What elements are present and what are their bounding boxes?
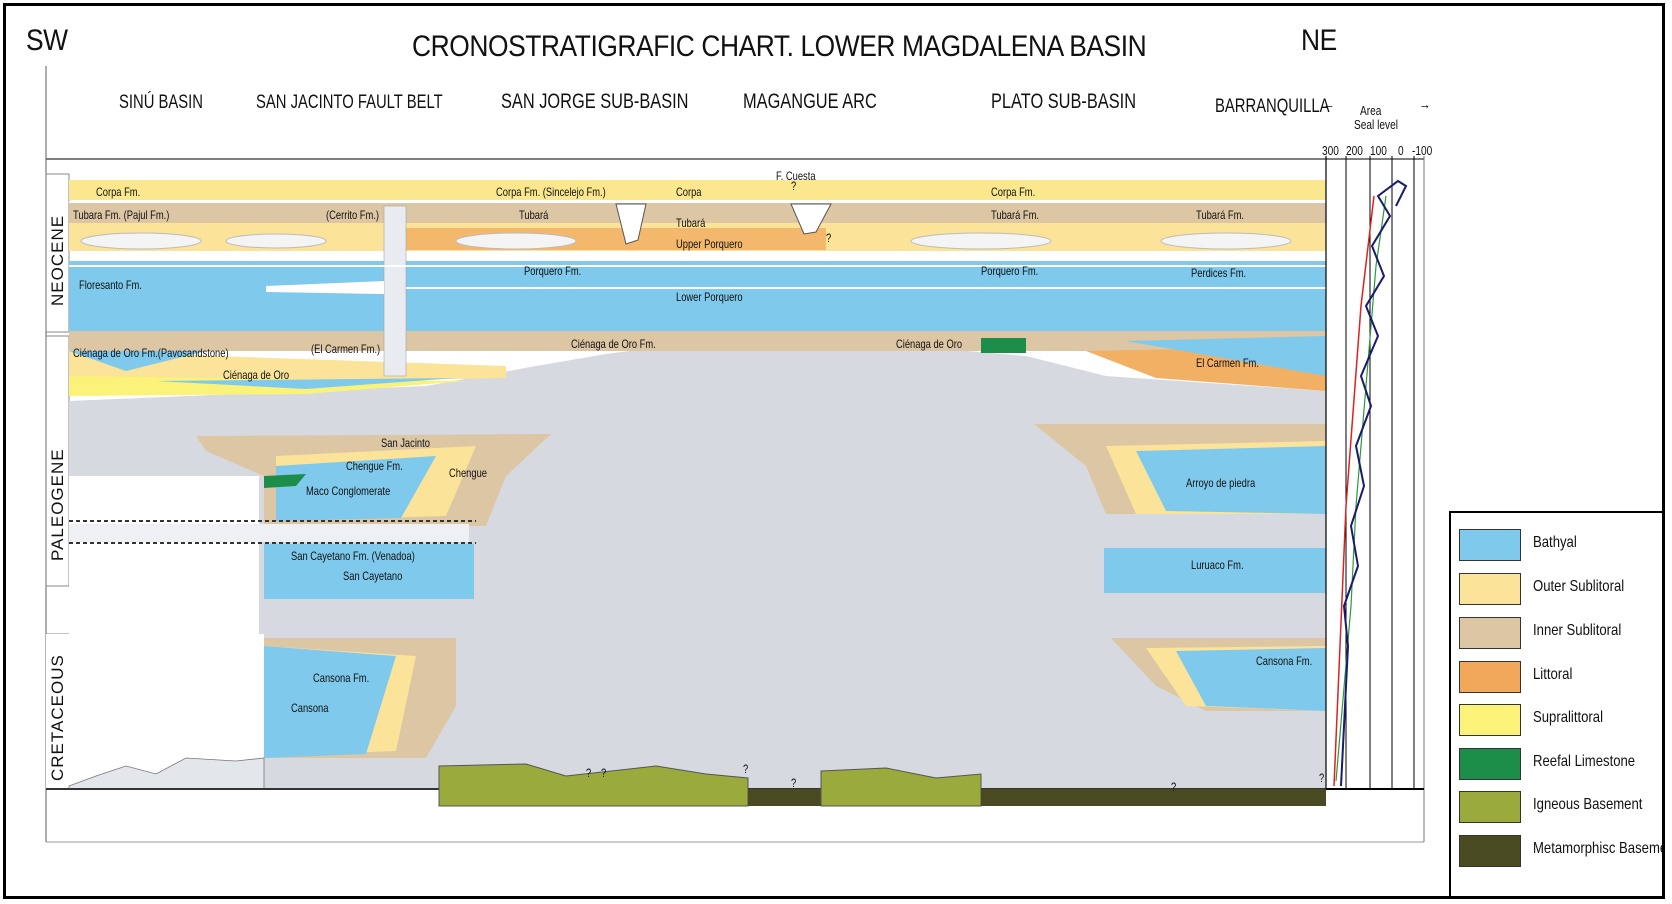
label-cienaga-fm: Ciénaga de Oro Fm.	[571, 337, 656, 351]
label-cienaga-oro-2: Ciénaga de Oro	[896, 337, 962, 351]
label-cienaga-sw: Ciénaga de Oro Fm.(Pavosandstone)	[73, 346, 229, 360]
era-paleogene: PALEOGENE	[48, 448, 68, 561]
label-arroyo: Arroyo de piedra	[1186, 476, 1255, 490]
legend-item-supralittoral: Supralittoral	[1451, 700, 1661, 740]
metamorphic-basement-2	[981, 789, 1326, 806]
stratigraphic-diagram	[6, 6, 1446, 899]
label-corpa: Corpa	[676, 185, 701, 199]
label-question-3: ?	[586, 766, 591, 780]
label-porquero-fm: Porquero Fm.	[524, 264, 581, 278]
legend-swatch-metamorphic-basement	[1459, 835, 1521, 867]
label-corpa-ne: Corpa Fm.	[991, 185, 1035, 199]
legend-label-supralittoral: Supralittoral	[1533, 709, 1603, 727]
label-question-4: ?	[601, 766, 606, 780]
legend-label-reefal-limestone: Reefal Limestone	[1533, 753, 1635, 771]
legend-swatch-igneous-basement	[1459, 791, 1521, 823]
label-question-7: ?	[1171, 780, 1176, 794]
label-san-cayetano-fm: San Cayetano Fm. (Venadoa)	[291, 549, 415, 563]
legend-label-littoral: Littoral	[1533, 666, 1572, 684]
label-chengue-fm: Chengue Fm.	[346, 459, 403, 473]
metamorphic-basement-1	[748, 789, 821, 806]
chart-frame: SW CRONOSTRATIGRAFIC CHART. LOWER MAGDAL…	[3, 3, 1665, 899]
label-question-6: ?	[791, 776, 796, 790]
legend-swatch-bathyal	[1459, 529, 1521, 561]
legend-swatch-inner-sublitoral	[1459, 617, 1521, 649]
label-maco: Maco Conglomerate	[306, 484, 390, 498]
legend-swatch-littoral	[1459, 661, 1521, 693]
label-tubara-1: Tubará	[519, 208, 548, 222]
label-cerrito: (Cerrito Fm.)	[326, 208, 379, 222]
blank-sw-paleogene	[69, 476, 259, 634]
label-question-1: ?	[791, 179, 796, 193]
legend-item-reefal-limestone: Reefal Limestone	[1451, 744, 1661, 784]
era-cretaceous: CRETACEOUS	[48, 654, 68, 781]
legend-item-igneous-basement: Igneous Basement	[1451, 787, 1661, 827]
label-porquero-fm-2: Porquero Fm.	[981, 264, 1038, 278]
label-san-jacinto: San Jacinto	[381, 436, 430, 450]
label-tubara-2: Tubará	[676, 216, 705, 230]
legend-item-littoral: Littoral	[1451, 657, 1661, 697]
label-cansona: Cansona	[291, 701, 328, 715]
label-chengue: Chengue	[449, 466, 487, 480]
legend-swatch-outer-sublitoral	[1459, 573, 1521, 605]
label-san-cayetano: San Cayetano	[343, 569, 402, 583]
label-question-8: ?	[1319, 771, 1324, 785]
legend-label-inner-sublitoral: Inner Sublitoral	[1533, 622, 1621, 640]
legend-label-igneous-basement: Igneous Basement	[1533, 796, 1642, 814]
label-perdices: Perdices Fm.	[1191, 266, 1246, 280]
label-el-carmen-sw: (El Carmen Fm.)	[311, 342, 380, 356]
legend-swatch-supralittoral	[1459, 704, 1521, 736]
legend-label-outer-sublitoral: Outer Sublitoral	[1533, 578, 1624, 596]
label-question-5: ?	[743, 762, 748, 776]
legend-item-metamorphic-basement: Metamorphisc Basement	[1451, 831, 1661, 871]
label-cansona-fm: Cansona Fm.	[313, 671, 369, 685]
label-tubara-fm: Tubará Fm.	[991, 208, 1039, 222]
legend-item-outer-sublitoral: Outer Sublitoral	[1451, 569, 1661, 609]
label-lower-porquero: Lower Porquero	[676, 290, 743, 304]
era-neocene: NEOCENE	[48, 215, 68, 306]
label-floresanto: Floresanto Fm.	[79, 278, 142, 292]
fault-column	[384, 206, 406, 376]
label-luruaco: Luruaco Fm.	[1191, 558, 1244, 572]
reef-limestone	[981, 338, 1026, 353]
label-corpa-sincelejo: Corpa Fm. (Sincelejo Fm.)	[496, 185, 606, 199]
label-cienaga-de-oro: Ciénaga de Oro	[223, 368, 289, 382]
label-question-2: ?	[826, 231, 831, 245]
legend: Bathyal Outer Sublitoral Inner Sublitora…	[1449, 511, 1664, 899]
legend-label-metamorphic-basement: Metamorphisc Basement	[1533, 840, 1665, 858]
legend-swatch-reefal-limestone	[1459, 748, 1521, 780]
legend-label-bathyal: Bathyal	[1533, 534, 1577, 552]
label-tubara-pajul: Tubara Fm. (Pajul Fm.)	[73, 208, 169, 222]
label-cansona-ne: Cansona Fm.	[1256, 654, 1312, 668]
legend-item-inner-sublitoral: Inner Sublitoral	[1451, 613, 1661, 653]
label-tubara-fm-ne: Tubará Fm.	[1196, 208, 1244, 222]
label-corpa-sw: Corpa Fm.	[96, 185, 140, 199]
label-el-carmen-ne: El Carmen Fm.	[1196, 356, 1259, 370]
label-upper-porquero: Upper Porquero	[676, 237, 743, 251]
legend-item-bathyal: Bathyal	[1451, 525, 1661, 565]
